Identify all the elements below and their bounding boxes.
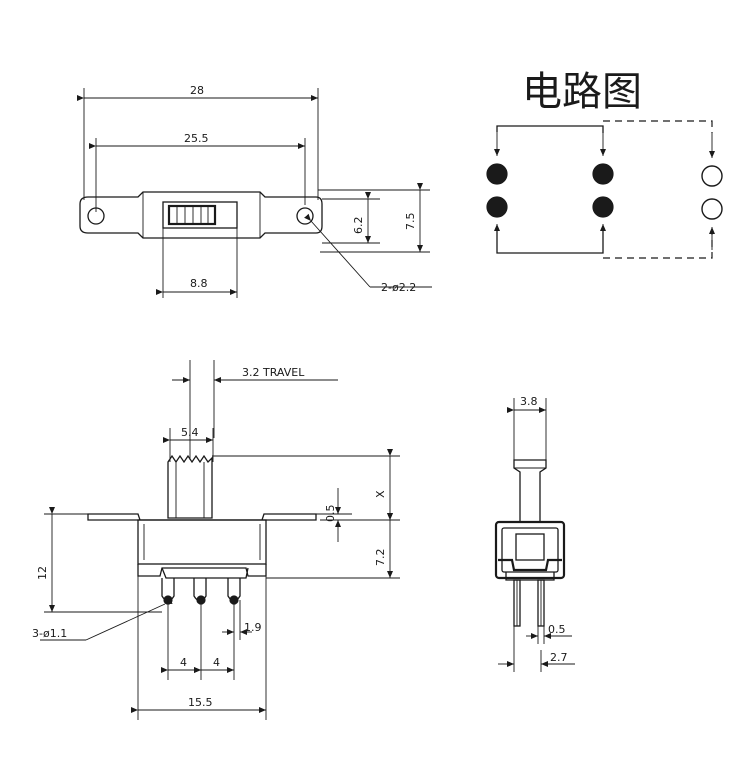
dim-total-height: 12 <box>36 566 49 580</box>
dim-actuator-height: X <box>374 490 387 498</box>
actuator-knob <box>167 204 217 226</box>
dim-pin-pitch-right: 4 <box>213 656 220 669</box>
mount-hole-left <box>87 207 105 225</box>
label-travel: 3.2 TRAVEL <box>242 366 305 379</box>
terminal-filled <box>592 163 614 185</box>
dim-overall-length: 28 <box>190 84 204 97</box>
pin-hole <box>229 595 239 605</box>
label-mount-holes: 2-ø2.2 <box>381 281 416 294</box>
terminal-open <box>701 165 723 187</box>
side-actuator <box>513 459 547 523</box>
dim-flange-height: 7.5 <box>404 213 417 231</box>
flange <box>87 513 317 521</box>
dim-hole-spacing: 25.5 <box>184 132 209 145</box>
front-view: 3.2 TRAVEL 5.4 X 0.5 <box>32 360 400 720</box>
terminal-filled <box>592 196 614 218</box>
dim-pin-spacing: 2.7 <box>550 651 568 664</box>
side-housing <box>494 520 566 580</box>
dim-body-width: 15.5 <box>188 696 213 709</box>
dim-flange-thickness: 0.5 <box>324 505 337 523</box>
terminal-filled <box>486 196 508 218</box>
dim-slot-width: 8.8 <box>190 277 208 290</box>
dim-actuator-width: 5.4 <box>181 426 199 439</box>
terminal-filled <box>486 163 508 185</box>
terminal-open <box>701 198 723 220</box>
actuator-slot <box>162 201 238 229</box>
mount-hole-right <box>296 207 314 225</box>
dim-pin-pitch-left: 4 <box>180 656 187 669</box>
pin-hole <box>196 595 206 605</box>
pin-hole <box>163 595 173 605</box>
circuit-diagram <box>486 120 723 259</box>
actuator <box>167 454 213 519</box>
side-view: 3.8 0.5 2.7 <box>494 395 575 672</box>
dim-body-height: 7.2 <box>374 549 387 567</box>
dim-pin-offset: 1.9 <box>244 621 262 634</box>
dim-pin-thickness: 0.5 <box>548 623 566 636</box>
circuit-title: 电路图 <box>522 69 642 115</box>
dim-body-height: 6.2 <box>352 217 365 235</box>
housing <box>137 519 267 565</box>
label-pin-holes: 3-ø1.1 <box>32 627 67 640</box>
top-view: 28 25.5 8.8 6.2 7.5 <box>77 84 432 298</box>
dim-side-actuator-width: 3.8 <box>520 395 538 408</box>
